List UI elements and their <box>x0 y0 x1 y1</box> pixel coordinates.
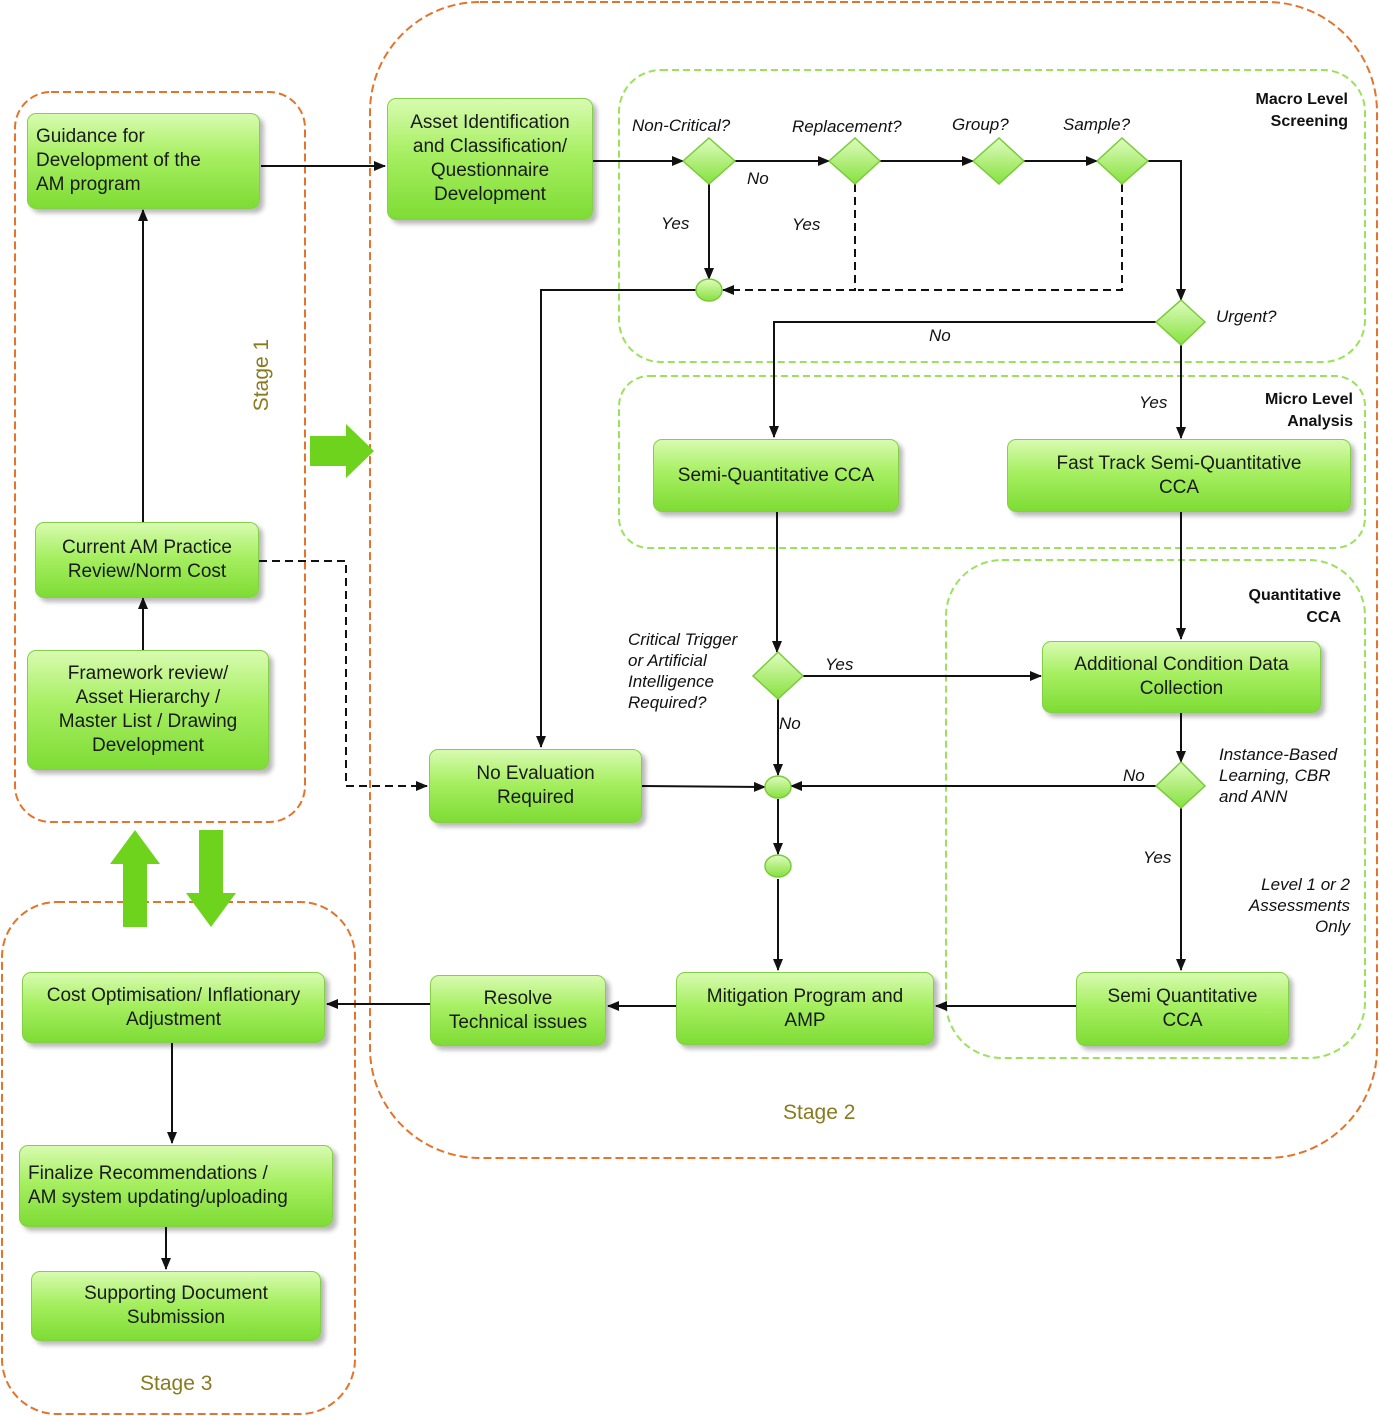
stage1-container <box>14 91 306 823</box>
macro-level-title: Macro Level Screening <box>1255 91 1348 130</box>
finalize-recommendations-box: Finalize Recommendations / AM system upd… <box>19 1145 333 1227</box>
yes-label-instance-based: Yes <box>1143 848 1172 867</box>
edge-noeval-to-junction <box>641 781 766 792</box>
decision-replacement <box>827 136 882 186</box>
decision-critical-trigger <box>751 650 805 701</box>
decision-non-critical <box>681 136 737 186</box>
decision-sample <box>1095 136 1150 186</box>
stage1-label: Stage 1 <box>250 338 274 412</box>
level-assessments-note: Level 1 or 2 Assessments Only <box>1248 875 1350 936</box>
group-label: Group? <box>952 115 1009 134</box>
supporting-document-box: Supporting Document Submission <box>31 1271 321 1341</box>
instance-based-label: Instance-Based Learning, CBR and ANN <box>1219 745 1338 806</box>
semi-quantitative-cca-box: Semi-Quantitative CCA <box>653 439 899 512</box>
decision-instance-based <box>1154 760 1207 810</box>
current-practice-box: Current AM Practice Review/Norm Cost <box>35 522 259 598</box>
stage1-to-stage3-arrow <box>186 830 236 927</box>
resolve-technical-box: Resolve Technical issues <box>430 975 606 1046</box>
no-label-non-critical: No <box>747 169 769 188</box>
junction-merge <box>764 775 792 799</box>
fast-track-box: Fast Track Semi-Quantitative CCA <box>1007 439 1351 512</box>
edge-replacement-yes-dashed <box>722 184 856 295</box>
stage2-container <box>369 1 1378 1159</box>
micro-level-title: Micro Level Analysis <box>1264 391 1353 430</box>
quantitative-title: Quantitative CCA <box>1248 587 1341 626</box>
macro-level-container <box>618 69 1366 363</box>
sample-label: Sample? <box>1063 115 1131 134</box>
additional-condition-box: Additional Condition Data Collection <box>1042 641 1321 713</box>
urgent-label: Urgent? <box>1216 307 1277 326</box>
edge-urgent-no <box>769 321 1156 438</box>
edge-sample-to-urgent <box>1148 160 1186 301</box>
edge-current-to-noeval-dashed <box>259 560 428 791</box>
no-evaluation-box: No Evaluation Required <box>429 749 642 823</box>
guidance-box: Guidance for Development of the AM progr… <box>27 113 260 209</box>
critical-trigger-label: Critical Trigger or Artificial Intellige… <box>628 630 738 712</box>
stage3-to-stage1-arrow <box>110 830 160 927</box>
replacement-label: Replacement? <box>792 117 902 136</box>
decision-group <box>971 136 1026 186</box>
quantitative-container <box>945 559 1366 1059</box>
stage1-to-stage2-arrow <box>310 424 374 478</box>
no-label-instance-based: No <box>1123 766 1145 785</box>
asset-identification-box: Asset Identification and Classification/… <box>387 98 593 220</box>
cost-optimisation-box: Cost Optimisation/ Inflationary Adjustme… <box>22 972 325 1043</box>
no-label-urgent: No <box>929 326 951 345</box>
edge-sample-yes-dashed <box>858 184 1123 291</box>
semi-quantitative-cca-final-box: Semi Quantitative CCA <box>1076 972 1289 1046</box>
no-label-critical-trigger: No <box>779 714 801 733</box>
yes-label-urgent: Yes <box>1139 393 1168 412</box>
non-critical-label: Non-Critical? <box>632 116 731 135</box>
yes-label-replacement: Yes <box>792 215 821 234</box>
micro-level-container <box>618 375 1366 549</box>
framework-box: Framework review/ Asset Hierarchy / Mast… <box>27 650 269 770</box>
stage3-container <box>1 901 356 1415</box>
edge-junction-to-noeval <box>536 289 696 748</box>
yes-label-non-critical: Yes <box>661 214 690 233</box>
junction-lower <box>764 854 792 878</box>
yes-label-critical-trigger: Yes <box>825 655 854 674</box>
mitigation-program-box: Mitigation Program and AMP <box>676 972 934 1045</box>
decision-urgent <box>1154 298 1207 347</box>
stage3-label: Stage 3 <box>140 1372 213 1395</box>
junction-macro <box>695 278 723 302</box>
stage2-label: Stage 2 <box>783 1101 856 1124</box>
